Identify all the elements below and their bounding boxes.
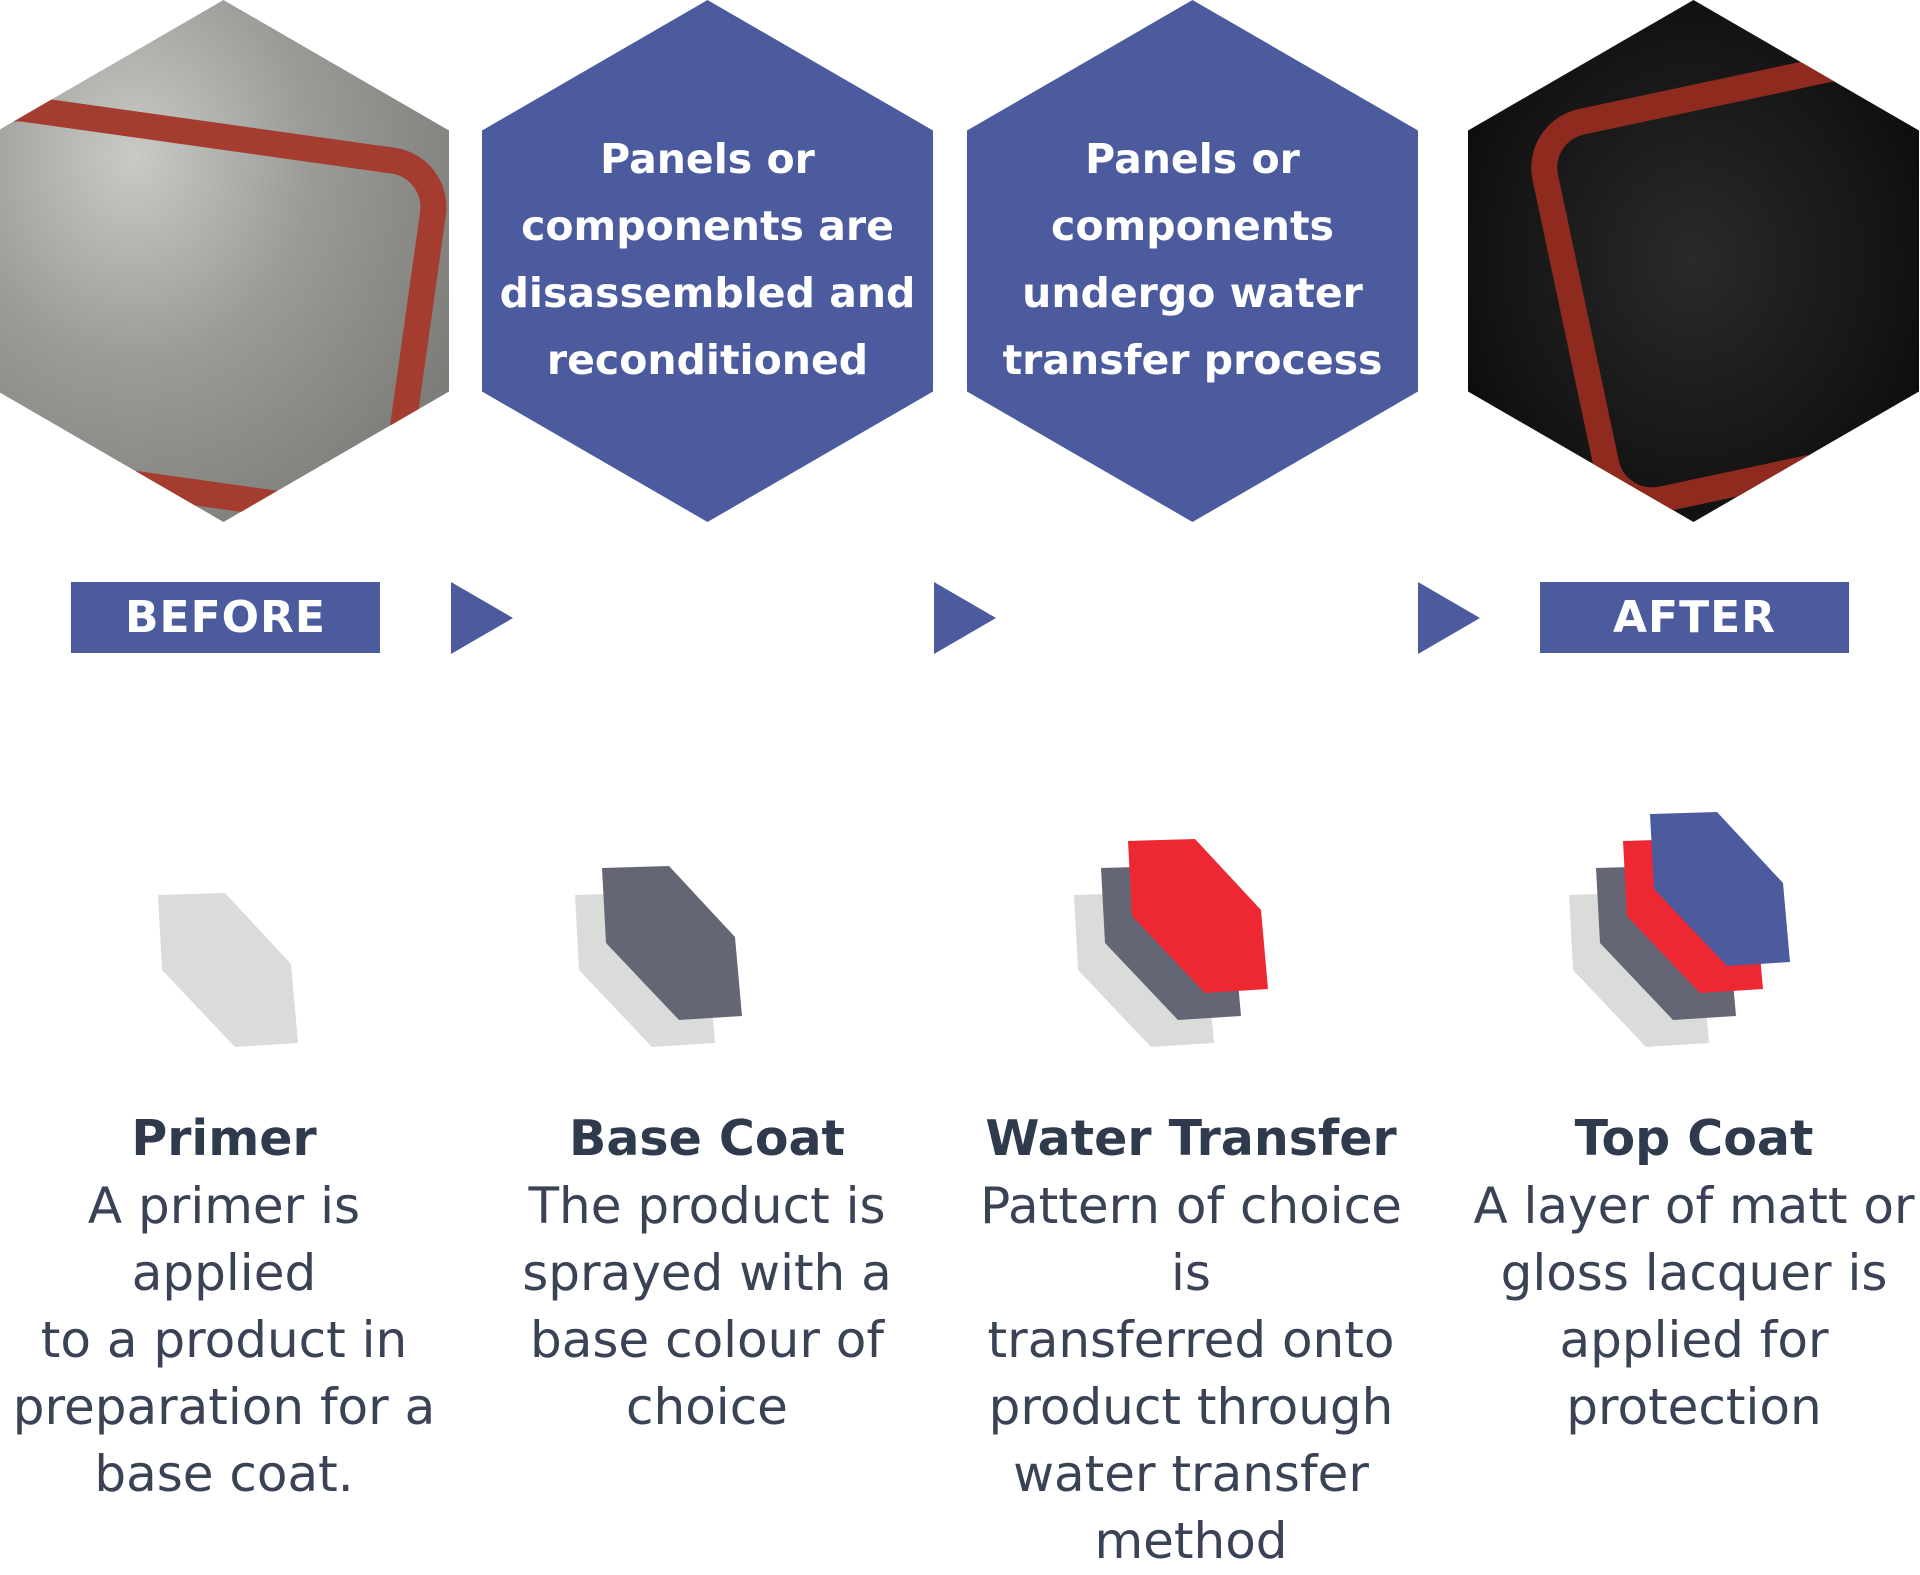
step-text: The product is bbox=[528, 1177, 886, 1235]
step-text: product through bbox=[988, 1378, 1394, 1436]
step-water-transfer: Water Transfer Pattern of choice is tran… bbox=[961, 1105, 1421, 1575]
step-text: base coat. bbox=[94, 1445, 354, 1503]
step-text: sprayed with a bbox=[522, 1244, 892, 1302]
arrow-right-icon bbox=[451, 582, 513, 654]
hex-text: components are bbox=[521, 202, 894, 250]
coat-layer bbox=[158, 893, 298, 1047]
step-text: transferred onto bbox=[987, 1311, 1395, 1369]
top-coat-layers-icon bbox=[1569, 812, 1790, 1047]
step-text: gloss lacquer is bbox=[1500, 1244, 1888, 1302]
step-title: Base Coat bbox=[569, 1110, 845, 1167]
step-title: Primer bbox=[131, 1110, 317, 1167]
step-text: choice bbox=[626, 1378, 788, 1436]
coat-layer bbox=[602, 866, 742, 1020]
step-title: Top Coat bbox=[1574, 1110, 1814, 1167]
step-text: to a product in bbox=[40, 1311, 408, 1369]
after-label: AFTER bbox=[1540, 582, 1849, 653]
before-label: BEFORE bbox=[71, 582, 380, 653]
water-transfer-layers-icon bbox=[1074, 839, 1268, 1047]
hex-text: Panels or bbox=[600, 135, 815, 183]
hex-text: undergo water bbox=[1022, 269, 1363, 317]
step-text: A primer is applied bbox=[87, 1177, 361, 1302]
hex-text: transfer process bbox=[1002, 336, 1383, 384]
dashboard-trim-finished bbox=[1520, 27, 1919, 522]
coat-layer bbox=[1128, 839, 1268, 993]
dashboard-trim-unfinished bbox=[0, 87, 449, 522]
step-text: water transfer bbox=[1013, 1445, 1369, 1503]
step-title: Water Transfer bbox=[985, 1110, 1397, 1167]
step-text: protection bbox=[1566, 1378, 1822, 1436]
step-text: Pattern of choice is bbox=[980, 1177, 1402, 1302]
after-photo bbox=[1468, 0, 1919, 522]
hex-text: reconditioned bbox=[546, 336, 869, 384]
step-text: A layer of matt or bbox=[1473, 1177, 1915, 1235]
step-text: preparation for a bbox=[12, 1378, 436, 1436]
hex-text: disassembled and bbox=[499, 269, 916, 317]
step-text: method bbox=[1094, 1512, 1288, 1570]
hex-step-water-transfer: Panels or components undergo water trans… bbox=[967, 0, 1418, 522]
hex-step-disassemble: Panels or components are disassembled an… bbox=[482, 0, 933, 522]
arrow-right-icon bbox=[1418, 582, 1480, 654]
hex-text: Panels or bbox=[1085, 135, 1300, 183]
step-primer: Primer A primer is applied to a product … bbox=[0, 1105, 454, 1508]
step-top-coat: Top Coat A layer of matt or gloss lacque… bbox=[1464, 1105, 1920, 1441]
hex-text: components bbox=[1051, 202, 1334, 250]
primer-layers-icon bbox=[158, 893, 298, 1047]
step-text: applied for bbox=[1559, 1311, 1829, 1369]
step-text: base colour of bbox=[530, 1311, 884, 1369]
arrow-right-icon bbox=[934, 582, 996, 654]
base-coat-layers-icon bbox=[575, 866, 742, 1047]
before-photo bbox=[0, 0, 449, 522]
coat-layer bbox=[1650, 812, 1790, 966]
step-base-coat: Base Coat The product is sprayed with a … bbox=[477, 1105, 937, 1441]
